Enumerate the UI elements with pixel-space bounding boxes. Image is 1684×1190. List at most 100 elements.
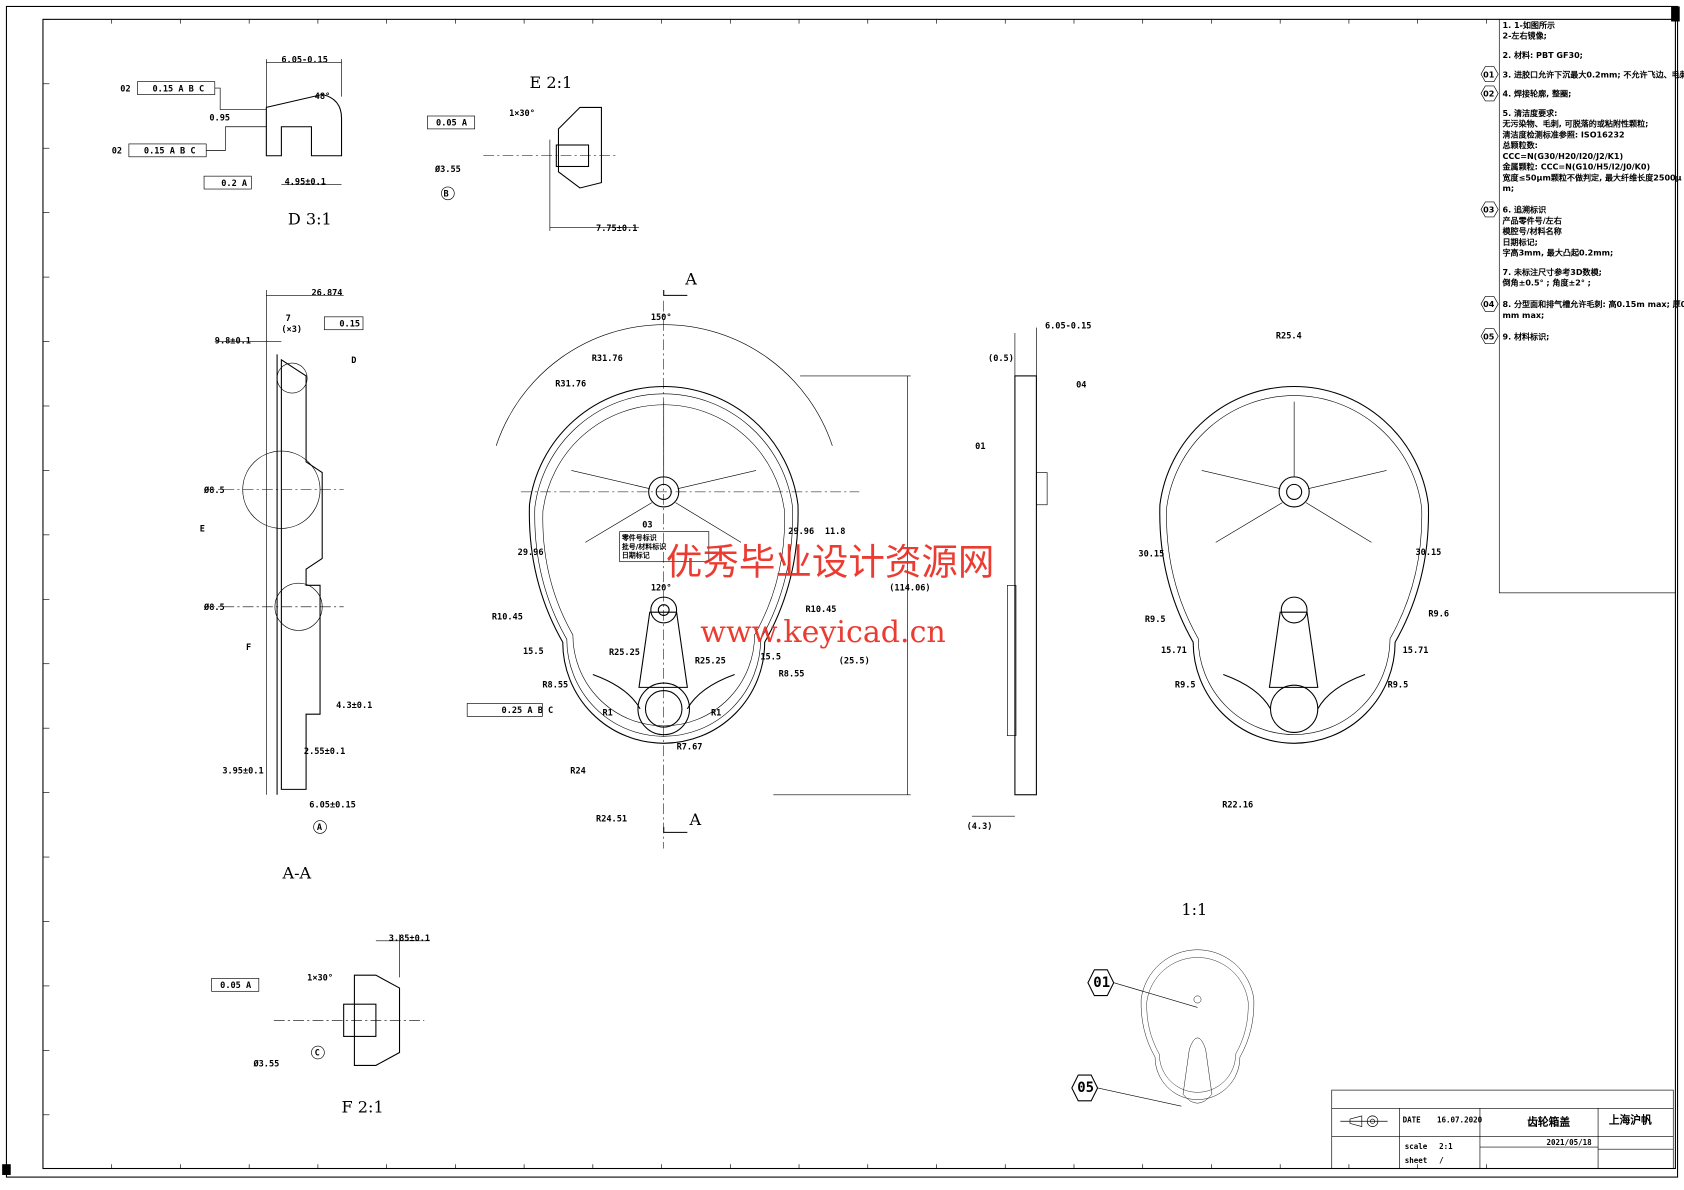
detail-view-e (427, 106, 640, 231)
view-label-d: D 3:1 (288, 209, 332, 228)
dimension-label: R10.45 (492, 613, 523, 623)
dimension-label: (0.5) (988, 354, 1014, 364)
dimension-label: R9.5 (1145, 615, 1166, 625)
drawing-frame (2, 5, 1680, 1178)
dimension-label: Ø8.5 (203, 602, 225, 613)
balloon-icon (1480, 85, 1499, 102)
marking-line: 零件号标识 (621, 533, 657, 542)
note-line: 字高3mm, 最大凸起0.2mm; (1502, 248, 1613, 258)
note-line: 4. 焊接轮廓, 整圈; (1502, 89, 1571, 99)
balloon-icon (1480, 328, 1499, 345)
note-line: 宽度≤50μm颗粒不做判定, 最大纤维长度2500μ (1501, 172, 1681, 182)
balloon-icon (1480, 201, 1499, 218)
dimension-label: 120° (651, 584, 672, 594)
dimension-label: 3.95±0.1 (222, 766, 263, 776)
note-line: 9. 材料标识; (1502, 331, 1549, 341)
dimension-label: 3.85±0.1 (389, 934, 430, 944)
projection-symbol-icon (1340, 1115, 1388, 1128)
dimension-label: 03 (642, 520, 652, 530)
dimension-label: C (315, 1049, 320, 1059)
dimension-label: R31.76 (592, 354, 623, 364)
note-line: 2. 材料: PBT GF30; (1502, 50, 1582, 60)
dimension-label: 1×30° (509, 109, 535, 119)
dimension-label: 7 (286, 314, 291, 324)
dimension-label: 7.75±0.1 (596, 224, 637, 234)
note-line: 5. 清洁度要求: (1502, 108, 1557, 118)
dimension-label: (114.06) (889, 584, 930, 594)
date-value: 16.07.2020 (1437, 1115, 1483, 1124)
view-label-1-1: 1:1 (1181, 900, 1207, 919)
dimension-label: Ø3.55 (252, 1058, 279, 1069)
dimension-label: 02 (120, 84, 130, 94)
dimension-label: (4.3) (967, 822, 993, 832)
dimension-label: R25.25 (609, 648, 640, 658)
note-line: 3. 进胶口允许下沉最大0.2mm; 不允许飞边、毛刺; (1502, 69, 1684, 79)
dimension-label: R22.16 (1222, 801, 1253, 811)
dimension-label: 0.05 A (220, 981, 252, 991)
view-label-e: E 2:1 (529, 73, 572, 92)
balloons-1-1 (1071, 969, 1198, 1107)
note-balloon: 03 (1483, 206, 1494, 215)
dimension-label: 2.55±0.1 (304, 747, 345, 757)
dimension-label: R7.67 (677, 743, 703, 753)
dimension-label: (×3) (281, 325, 302, 335)
view-label-f: F 2:1 (342, 1098, 384, 1117)
dimension-label: 9.8±0.1 (215, 337, 251, 347)
section-mark-bottom: A (688, 810, 701, 829)
balloon-icon (1480, 66, 1499, 82)
dimension-label: F (246, 643, 251, 653)
note-line: mm max; (1502, 311, 1544, 320)
dimension-label: 6.05-0.15 (1045, 322, 1091, 332)
dimension-label: 15.71 (1403, 646, 1429, 656)
note-line: 总颗粒数: (1502, 140, 1537, 150)
dimension-label: R8.55 (779, 670, 805, 680)
scale-label: scale (1405, 1142, 1428, 1151)
scale-1-1-view (1140, 949, 1255, 1104)
dimension-label: 6.05-0.15 (281, 55, 327, 65)
dimension-label: R8.55 (542, 680, 568, 690)
dimension-label: 04 (1076, 381, 1086, 391)
dimension-label: B (444, 190, 449, 200)
dimension-label: R25.4 (1276, 331, 1302, 341)
dimension-label: A (317, 823, 323, 833)
technical-notes: 1. 1-如图所示 2-左右镜像;2. 材料: PBT GF30;3. 进胶口允… (1480, 19, 1684, 594)
dimension-label: 4.95±0.1 (285, 178, 326, 188)
dimension-label: 15.71 (1161, 646, 1187, 656)
front-view-gear-cover (466, 289, 911, 849)
dimension-label: Ø3.55 (434, 164, 461, 175)
note-line: 6. 追溯标识 (1502, 205, 1546, 215)
note-line: 倒角±0.5° ; 角度±2° ; (1501, 278, 1590, 288)
dimension-label: 30.15 (1138, 549, 1164, 559)
dimension-label: R1 (711, 708, 721, 718)
dimension-label: 02 (112, 147, 122, 157)
note-line: 7. 未标注尺寸参考3D数模; (1502, 267, 1601, 277)
dimension-label: R9.6 (1428, 609, 1449, 619)
note-line: 清洁度检测标准参照: ISO16232 (1502, 129, 1624, 139)
dimension-label: R31.76 (555, 380, 586, 390)
dimension-label: 01 (975, 442, 985, 452)
dimension-label: 29.96 (518, 548, 544, 558)
watermark-url[interactable]: www.keyicad.cn (700, 615, 946, 650)
note-line: 无污染物、毛刺, 可脱落的或粘附性颗粒; (1502, 119, 1648, 129)
part-name: 齿轮箱盖 (1527, 1116, 1570, 1129)
note-balloon: 01 (1483, 70, 1495, 79)
dimension-label: 0.15 (339, 320, 360, 330)
dimension-label: R9.5 (1175, 680, 1196, 690)
dimension-label: 0.05 A (436, 119, 468, 129)
dimension-label: 48° (315, 92, 331, 102)
note-line: 8. 分型面和排气槽允许毛刺: 高0.15m max; 厚0.05 (1502, 299, 1684, 309)
marking-line: 日期标记 (622, 550, 650, 559)
detail-view-d (128, 59, 343, 190)
note-line: 1. 1-如图所示 (1502, 20, 1555, 30)
marking-line: 批号/材料标识 (622, 542, 666, 551)
note-balloon: 05 (1483, 332, 1495, 341)
dimension-label: 4.3±0.1 (336, 701, 372, 711)
dimension-label: R24.51 (596, 815, 627, 825)
sheet-label: sheet (1405, 1156, 1428, 1165)
note-balloon: 04 (1483, 300, 1495, 309)
dimension-label: 6.05±0.15 (309, 801, 355, 811)
balloon-icon (1480, 296, 1499, 312)
dimension-label: 0.95 (209, 113, 230, 123)
